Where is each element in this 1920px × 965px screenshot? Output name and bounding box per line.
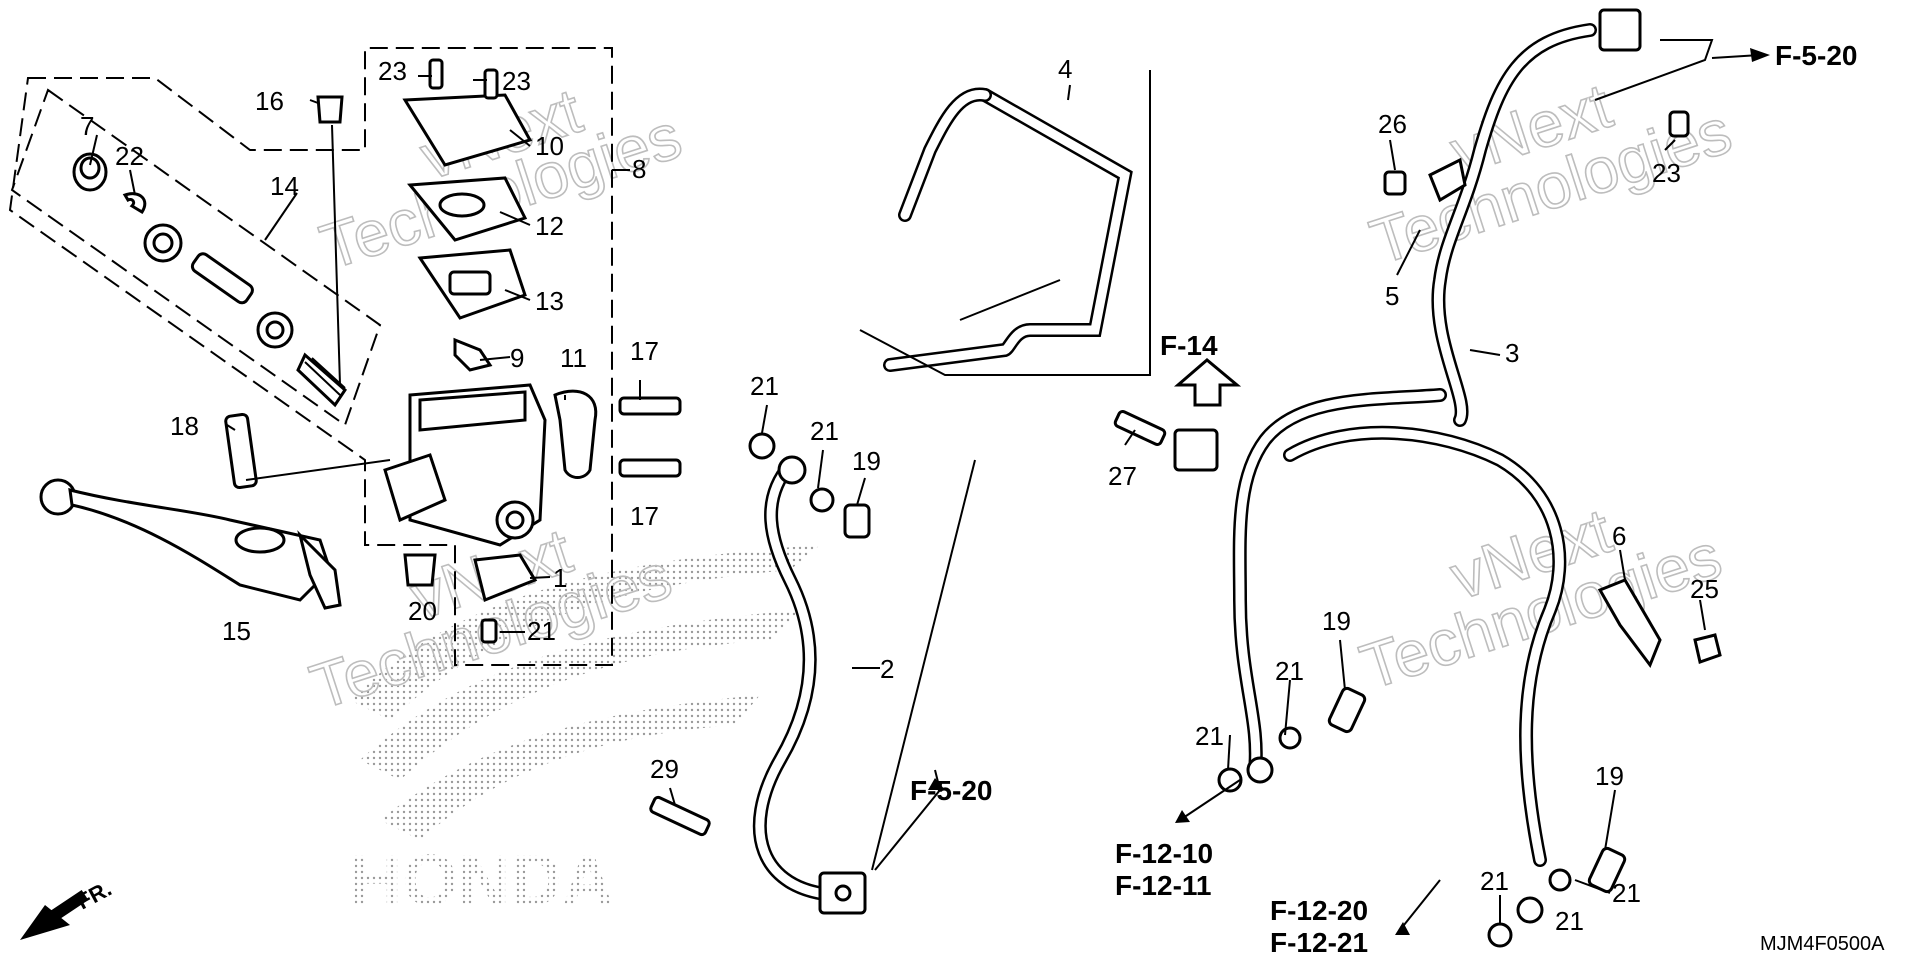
ref-f-12-20: F-12-20 [1270,895,1368,926]
callout-19-mid: 19 [852,446,881,476]
callout-21-washer-a: 21 [750,371,779,401]
right-hardware [1113,110,1722,948]
f14-arrow-up [1173,358,1242,407]
ref-f-14: F-14 [1160,330,1218,361]
master-cylinder-body [383,337,547,547]
callout-21-washer-b: 21 [810,416,839,446]
honda-wing-logo: HONDA [350,545,820,921]
callout-27: 27 [1108,461,1137,491]
pivot-bolt [224,412,391,490]
callout-23-left: 23 [378,56,407,86]
reservoir-cover [402,93,533,320]
ref-f-5-20-mid: F-5-20 [910,775,992,806]
callout-16: 16 [255,86,284,116]
callout-14: 14 [270,171,299,201]
holder-bolts [618,396,682,478]
callout-7: 7 [80,111,94,141]
callout-23-right: 23 [502,66,531,96]
boot-cap [316,95,344,386]
ref-f-5-20-top: F-5-20 [1775,40,1857,71]
callout-12: 12 [535,211,564,241]
callout-11: 11 [560,343,587,373]
diagram-code: MJM4F0500A [1760,933,1885,955]
leader-lines [89,39,1761,931]
reference-arrows [20,48,1770,940]
lever-holder [553,389,598,479]
callout-15: 15 [222,616,251,646]
callout-13: 13 [535,286,564,316]
callout-21-right-b: 21 [1195,721,1224,751]
callout-4: 4 [1058,54,1072,84]
callout-29: 29 [650,754,679,784]
callout-18: 18 [170,411,199,441]
brake-lever [39,478,342,610]
callout-5: 5 [1385,281,1399,311]
callout-17-upper: 17 [630,336,659,366]
callout-21-right-c: 21 [1612,878,1641,908]
callout-26: 26 [1378,109,1407,139]
lower-brake-hoses [1232,8,1642,867]
callout-23-right-side: 23 [1652,158,1681,188]
callout-2: 2 [880,654,894,684]
clamp-bolt [649,795,711,837]
callout-21-right-a: 21 [1275,656,1304,686]
group-outlines [8,47,613,666]
ref-f-12-11: F-12-11 [1115,870,1212,901]
callout-22: 22 [115,141,144,171]
honda-brand-mark: HONDA [350,841,614,921]
callout-19-right-upper: 19 [1322,606,1351,636]
callout-21-switch: 21 [527,616,556,646]
piston-kit [72,152,347,408]
banjo-washers [748,432,871,539]
callout-9: 9 [510,343,524,373]
callout-1: 1 [553,563,567,593]
callout-3: 3 [1505,338,1519,368]
ref-f-12-10: F-12-10 [1115,838,1213,869]
callout-8: 8 [632,154,646,184]
callout-10: 10 [535,131,564,161]
callout-20: 20 [408,596,437,626]
brake-switch [403,553,538,644]
middle-brake-hose [752,458,976,915]
callout-21-right-d: 21 [1480,866,1509,896]
cover-screws [428,58,499,100]
callout-19-right-lower: 19 [1595,761,1624,791]
callout-6: 6 [1612,521,1626,551]
callout-21-right-e: 21 [1555,906,1584,936]
reference-codes: F-5-20 F-5-20 F-14 F-12-10 F-12-11 F-12-… [73,40,1886,958]
callout-labels: 7 22 14 16 18 15 23 23 10 8 12 13 9 11 1… [80,54,1719,936]
callout-17-lower: 17 [630,501,659,531]
ref-f-12-21: F-12-21 [1270,927,1368,958]
front-direction-label: FR. [73,876,116,915]
callout-25: 25 [1690,574,1719,604]
upper-brake-hose [859,70,1151,376]
